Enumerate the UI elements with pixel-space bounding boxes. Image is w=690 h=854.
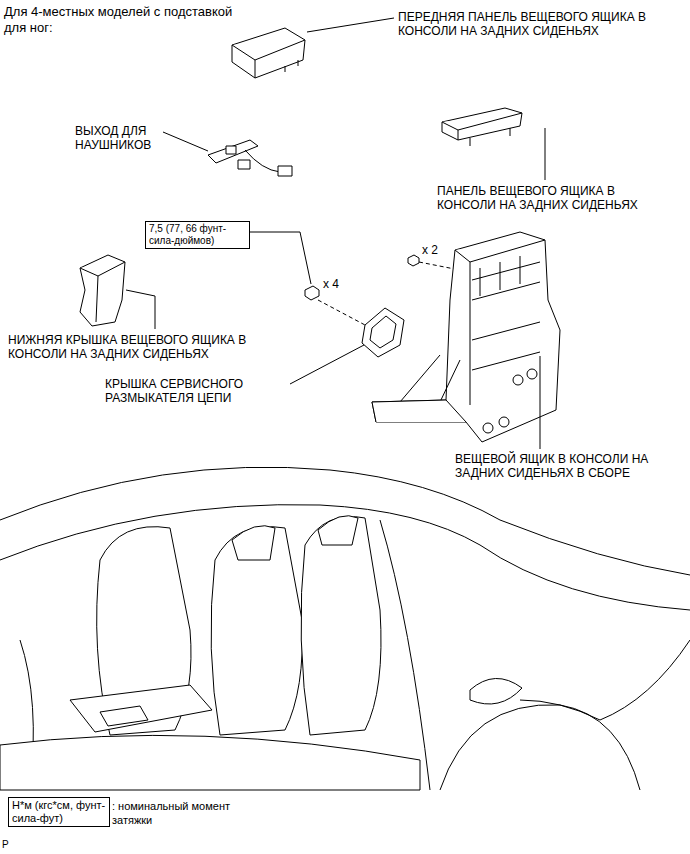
console-shelf: [472, 322, 540, 370]
headphone-jack: [208, 140, 292, 176]
seat-back: [301, 517, 381, 735]
console-slots: [472, 256, 540, 300]
diagram-title: Для 4-местных моделей с подставкой для н…: [4, 4, 239, 36]
legend-note: : номинальный момент затяжки: [112, 799, 242, 827]
console-knob: [499, 417, 509, 427]
trunk-line: [480, 545, 690, 610]
part-label: ВЫХОД ДЛЯ НАУШНИКОВ: [75, 124, 175, 152]
title-text: Для 4-местных моделей с подставкой для н…: [4, 4, 232, 35]
part-label: КРЫШКА СЕРВИСНОГО РАЗМЫКАТЕЛЯ ЦЕПИ: [105, 377, 290, 405]
panel-tab: [470, 128, 510, 146]
bolt-head: [408, 255, 419, 266]
part-label: ВЕЩЕВОЙ ЯЩИК В КОНСОЛИ НА ЗАДНИХ СИДЕНЬЯ…: [455, 452, 683, 480]
part-label: ПЕРЕДНЯЯ ПАНЕЛЬ ВЕЩЕВОГО ЯЩИКА В КОНСОЛИ…: [398, 10, 683, 38]
cover-edge: [80, 262, 125, 322]
console-panel: [442, 108, 522, 146]
cover-part: [80, 255, 125, 326]
bolt-x4: [305, 286, 319, 300]
label-text: ПЕРЕДНЯЯ ПАНЕЛЬ ВЕЩЕВОГО ЯЩИКА В КОНСОЛИ…: [398, 10, 646, 38]
console-assembly: [372, 232, 560, 442]
quantity-label: x 2: [422, 243, 462, 257]
console-knob: [513, 375, 523, 385]
console-knob: [527, 369, 537, 379]
jack-socket: [226, 146, 236, 154]
footrest-arm: [400, 355, 460, 402]
rear-line: [520, 640, 690, 720]
label-text: НИЖНЯЯ КРЫШКА ВЕЩЕВОГО ЯЩИКА В КОНСОЛИ Н…: [8, 333, 246, 361]
leader-line: [307, 18, 394, 32]
wheel-arch: [440, 705, 640, 790]
console-edge: [455, 240, 545, 405]
panel-tab: [285, 60, 298, 72]
rear-seats: [0, 516, 420, 790]
console-body: [372, 232, 560, 442]
seat-cushion: [0, 735, 420, 790]
headrest: [318, 516, 358, 545]
panel-part: [232, 28, 305, 78]
window-line: [0, 505, 480, 560]
fuel-door: [470, 678, 522, 704]
label-text: : номинальный момент затяжки: [112, 800, 230, 826]
assembly-line: [318, 300, 365, 325]
seat-back: [211, 527, 302, 735]
part-label: НИЖНЯЯ КРЫШКА ВЕЩЕВОГО ЯЩИКА В КОНСОЛИ Н…: [8, 333, 288, 361]
leader-line: [290, 345, 364, 384]
console-knob: [483, 423, 493, 433]
cover-recess: [370, 316, 396, 348]
service-plug-cover: [362, 308, 404, 357]
leader-line: [163, 132, 208, 151]
leader-line: [545, 128, 546, 180]
label-text: КРЫШКА СЕРВИСНОГО РАЗМЫКАТЕЛЯ ЦЕПИ: [105, 377, 243, 405]
jack-bracket: [208, 140, 258, 163]
bolt-x2: [408, 255, 419, 266]
front-panel: [232, 28, 305, 78]
leader-line: [126, 290, 155, 329]
jack-connector: [278, 166, 292, 176]
figure-code: P: [2, 838, 22, 852]
leader-line: [250, 232, 311, 284]
label-text: P: [2, 839, 9, 850]
bolt-head: [305, 286, 319, 300]
armrest: [70, 685, 212, 732]
box-text: 7,5 (77, 66 фунт-сила-дюймов): [149, 223, 246, 247]
footrest-plate: [372, 400, 466, 422]
label-text: ВЫХОД ДЛЯ НАУШНИКОВ: [75, 124, 151, 152]
part-label: ПАНЕЛЬ ВЕЩЕВОГО ЯЩИКА В КОНСОЛИ НА ЗАДНИ…: [437, 184, 667, 212]
legend-box: Н*м (кгс*см, фунт-сила-фут): [8, 797, 110, 827]
box-text: Н*м (кгс*см, фунт-сила-фут): [12, 799, 106, 825]
torque-box: 7,5 (77, 66 фунт-сила-дюймов): [145, 221, 250, 249]
lower-cover: [80, 255, 125, 326]
label-text: x 2: [422, 243, 438, 257]
quantity-label: x 4: [323, 277, 363, 291]
panel-edge: [232, 40, 305, 78]
label-text: x 4: [323, 277, 339, 291]
headrest: [232, 526, 275, 560]
leader-line: [540, 356, 541, 449]
armrest-lid: [100, 706, 148, 726]
pillar-line: [380, 520, 430, 790]
cover-part: [362, 308, 404, 357]
jack-connector: [238, 160, 250, 169]
label-text: ПАНЕЛЬ ВЕЩЕВОГО ЯЩИКА В КОНСОЛИ НА ЗАДНИ…: [437, 184, 638, 212]
car-outline: [0, 467, 690, 790]
label-text: ВЕЩЕВОЙ ЯЩИК В КОНСОЛИ НА ЗАДНИХ СИДЕНЬЯ…: [455, 452, 648, 480]
